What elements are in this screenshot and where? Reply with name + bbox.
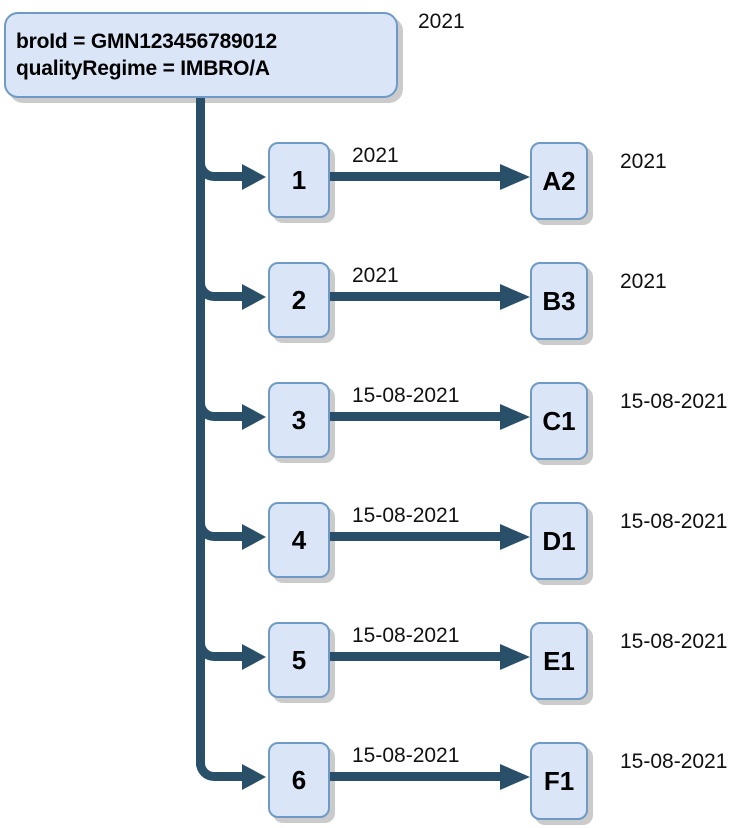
branch-elbow bbox=[196, 382, 232, 421]
node-right[interactable]: C1 bbox=[530, 382, 588, 460]
connector-line bbox=[330, 652, 506, 661]
branch-stub bbox=[228, 172, 248, 181]
branch-stub bbox=[228, 772, 248, 781]
branch-stub bbox=[228, 412, 248, 421]
trunk-line bbox=[196, 98, 205, 766]
diagram-row-5: 5 15-08-2021 E1 15-08-2021 bbox=[0, 622, 750, 700]
branch-elbow bbox=[196, 142, 232, 181]
branch-stub bbox=[228, 532, 248, 541]
node-left-label: 5 bbox=[291, 644, 307, 675]
branch-stub bbox=[228, 652, 248, 661]
branch-arrowhead-icon bbox=[242, 644, 266, 670]
row-right-label: 15-08-2021 bbox=[620, 750, 728, 773]
edge-label: 15-08-2021 bbox=[352, 624, 460, 647]
connector-arrowhead-icon bbox=[500, 404, 530, 430]
connector-line bbox=[330, 172, 506, 181]
diagram-row-4: 4 15-08-2021 D1 15-08-2021 bbox=[0, 502, 750, 580]
root-node-line-qualityregime: qualityRegime = IMBRO/A bbox=[16, 57, 270, 80]
branch-arrowhead-icon bbox=[242, 524, 266, 550]
node-left-label: 3 bbox=[291, 404, 307, 435]
root-right-label: 2021 bbox=[418, 10, 465, 33]
branch-arrowhead-icon bbox=[242, 164, 266, 190]
node-left[interactable]: 4 bbox=[268, 502, 330, 578]
connector-line bbox=[330, 772, 506, 781]
row-right-label: 2021 bbox=[620, 270, 667, 293]
connector-line bbox=[330, 412, 506, 421]
branch-elbow bbox=[196, 622, 232, 661]
node-right-label: C1 bbox=[542, 405, 576, 436]
node-right-label: B3 bbox=[542, 285, 576, 316]
root-node[interactable]: broId = GMN123456789012 qualityRegime = … bbox=[4, 12, 398, 98]
node-right-label: E1 bbox=[543, 645, 575, 676]
node-right-label: D1 bbox=[542, 525, 576, 556]
branch-arrowhead-icon bbox=[242, 284, 266, 310]
node-right[interactable]: E1 bbox=[530, 622, 588, 700]
node-left[interactable]: 2 bbox=[268, 262, 330, 338]
edge-label: 2021 bbox=[352, 264, 399, 287]
node-left-label: 6 bbox=[291, 764, 307, 795]
edge-label: 15-08-2021 bbox=[352, 384, 460, 407]
node-right[interactable]: A2 bbox=[530, 142, 588, 220]
node-left[interactable]: 3 bbox=[268, 382, 330, 458]
diagram-row-3: 3 15-08-2021 C1 15-08-2021 bbox=[0, 382, 750, 460]
node-left-label: 4 bbox=[291, 524, 307, 555]
branch-elbow bbox=[196, 742, 232, 781]
branch-arrowhead-icon bbox=[242, 404, 266, 430]
connector-arrowhead-icon bbox=[500, 164, 530, 190]
branch-elbow bbox=[196, 262, 232, 301]
diagram-row-6: 6 15-08-2021 F1 15-08-2021 bbox=[0, 742, 750, 820]
connector-arrowhead-icon bbox=[500, 524, 530, 550]
branch-elbow bbox=[196, 502, 232, 541]
node-left[interactable]: 6 bbox=[268, 742, 330, 818]
node-left[interactable]: 1 bbox=[268, 142, 330, 218]
node-left-label: 1 bbox=[291, 164, 307, 195]
connector-arrowhead-icon bbox=[500, 644, 530, 670]
diagram-row-1: 1 2021 A2 2021 bbox=[0, 142, 750, 220]
edge-label: 15-08-2021 bbox=[352, 504, 460, 527]
connector-line bbox=[330, 292, 506, 301]
row-right-label: 2021 bbox=[620, 150, 667, 173]
node-right-label: F1 bbox=[543, 765, 575, 796]
edge-label: 2021 bbox=[352, 144, 399, 167]
node-right[interactable]: F1 bbox=[530, 742, 588, 820]
connector-line bbox=[330, 532, 506, 541]
node-right[interactable]: B3 bbox=[530, 262, 588, 340]
row-right-label: 15-08-2021 bbox=[620, 510, 728, 533]
node-left-label: 2 bbox=[291, 284, 307, 315]
connector-arrowhead-icon bbox=[500, 284, 530, 310]
row-right-label: 15-08-2021 bbox=[620, 390, 728, 413]
node-right-label: A2 bbox=[542, 165, 576, 196]
branch-stub bbox=[228, 292, 248, 301]
root-node-line-broid: broId = GMN123456789012 bbox=[16, 29, 277, 53]
edge-label: 15-08-2021 bbox=[352, 744, 460, 767]
diagram-row-2: 2 2021 B3 2021 bbox=[0, 262, 750, 340]
row-right-label: 15-08-2021 bbox=[620, 630, 728, 653]
branch-arrowhead-icon bbox=[242, 764, 266, 790]
connector-arrowhead-icon bbox=[500, 764, 530, 790]
node-left[interactable]: 5 bbox=[268, 622, 330, 698]
node-right[interactable]: D1 bbox=[530, 502, 588, 580]
